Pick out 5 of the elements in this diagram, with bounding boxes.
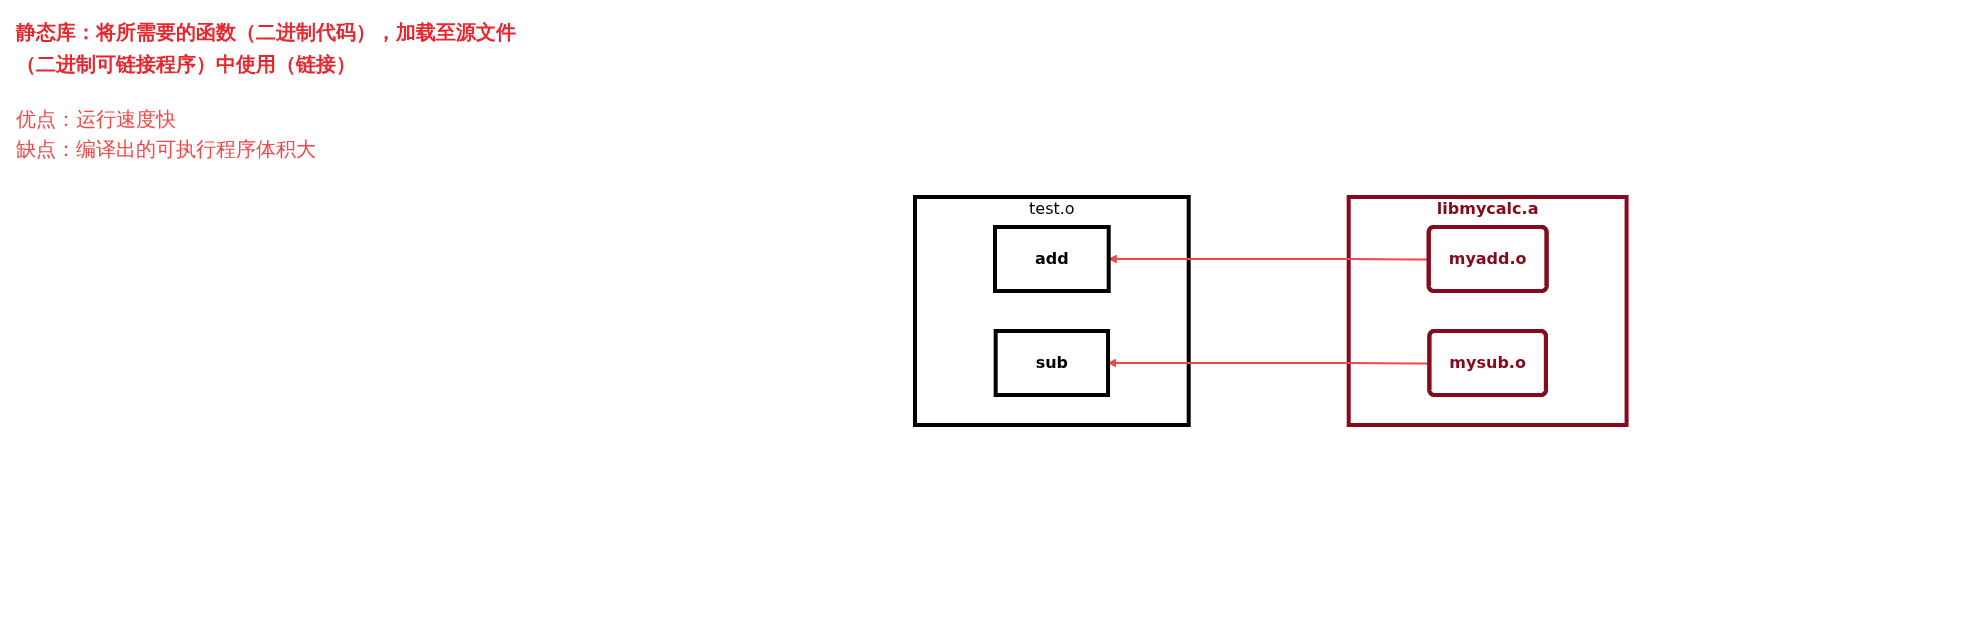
node-box: add: [992, 225, 1111, 293]
note-text: 优点：运行速度快: [16, 106, 177, 133]
note-text: 缺点：编译出的可执行程序体积大: [16, 136, 317, 163]
heading: 静态库：将所需要的函数（二进制代码），加载至源文件（二进制可链接程序）中使用（链接）: [16, 19, 517, 78]
node-box: sub: [993, 329, 1110, 397]
